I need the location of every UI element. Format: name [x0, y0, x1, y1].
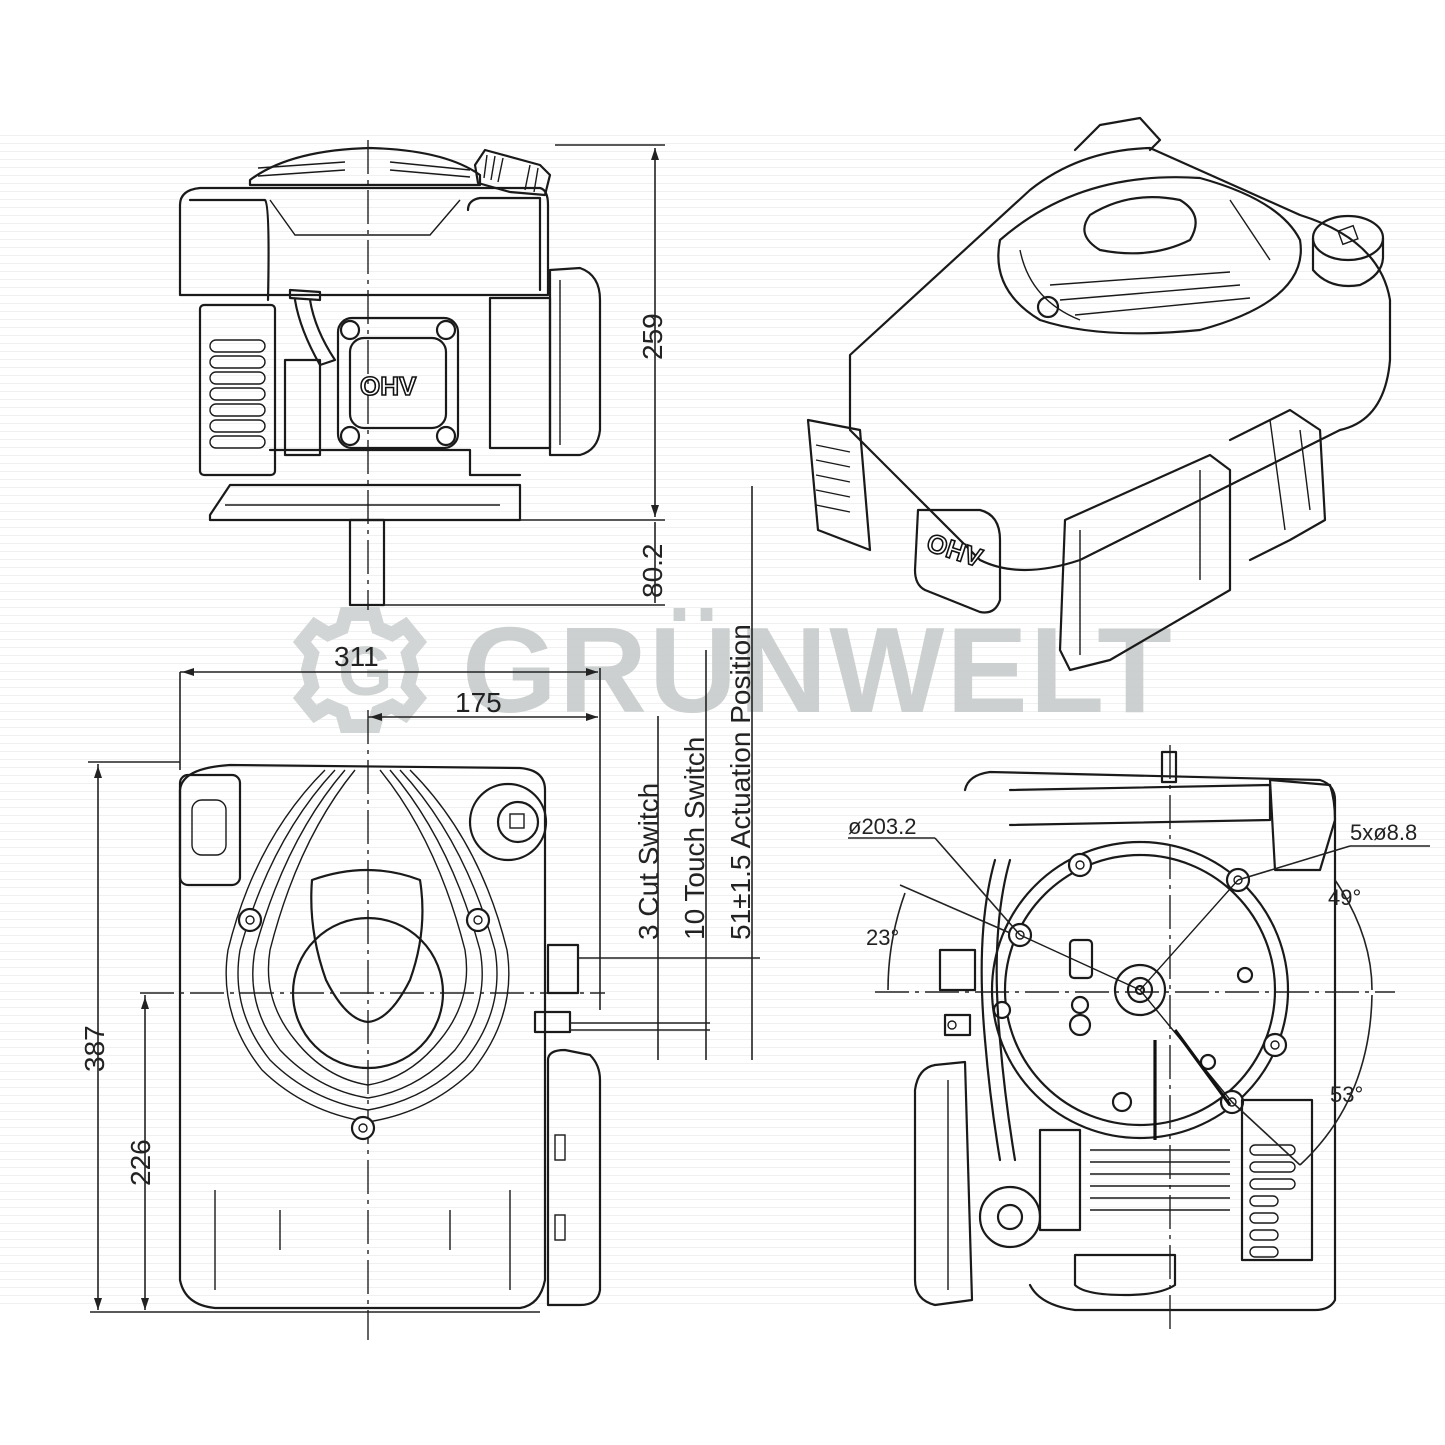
cylinder-fins	[1090, 1149, 1230, 1211]
dim-shaft-80-2: 80.2	[637, 544, 668, 599]
dim-bolt-holes: 5xø8.8	[1350, 820, 1417, 845]
gear-logo-icon: G	[292, 607, 428, 733]
watermark: G GRÜNWELT	[292, 602, 1174, 738]
dim-depth-387: 387	[79, 1025, 110, 1072]
dim-angle-23: 23°	[866, 925, 899, 950]
muffler-grille	[1249, 1144, 1296, 1258]
touch-switch-label: 10 Touch Switch	[679, 737, 710, 940]
ohv-label-front: OHV	[360, 371, 417, 401]
dim-height-259: 259	[637, 313, 668, 360]
top-view: 311 175 387 226 3 Cut Switch 10 Touch Sw…	[79, 486, 760, 1340]
cooling-fins-left	[225, 769, 369, 1123]
dim-angle-53: 53°	[1330, 1082, 1363, 1107]
dim-width-311: 311	[334, 641, 379, 672]
dim-center-226: 226	[125, 1139, 156, 1186]
oil-cap	[473, 148, 552, 197]
ohv-label-iso: OHV	[923, 527, 986, 573]
bottom-view: ø203.2 5xø8.8 23° 49° 53°	[848, 745, 1430, 1335]
cut-switch-label: 3 Cut Switch	[633, 783, 664, 940]
cooling-fins-right	[367, 769, 510, 1123]
logo-letter: G	[338, 632, 392, 710]
dim-bolt-circle: ø203.2	[848, 814, 917, 839]
isometric-view: OHV	[806, 116, 1392, 672]
actuation-position-label: 51±1.5 Actuation Position	[725, 624, 756, 940]
watermark-brand-text: GRÜNWELT	[462, 602, 1174, 738]
front-view: OHV 259 80.2	[178, 140, 668, 610]
dim-offset-175: 175	[455, 687, 502, 718]
cooling-grille	[209, 339, 266, 449]
bolt-holes	[992, 852, 1288, 1115]
iso-cooling-grille	[815, 444, 851, 513]
dim-angle-49: 49°	[1328, 885, 1361, 910]
